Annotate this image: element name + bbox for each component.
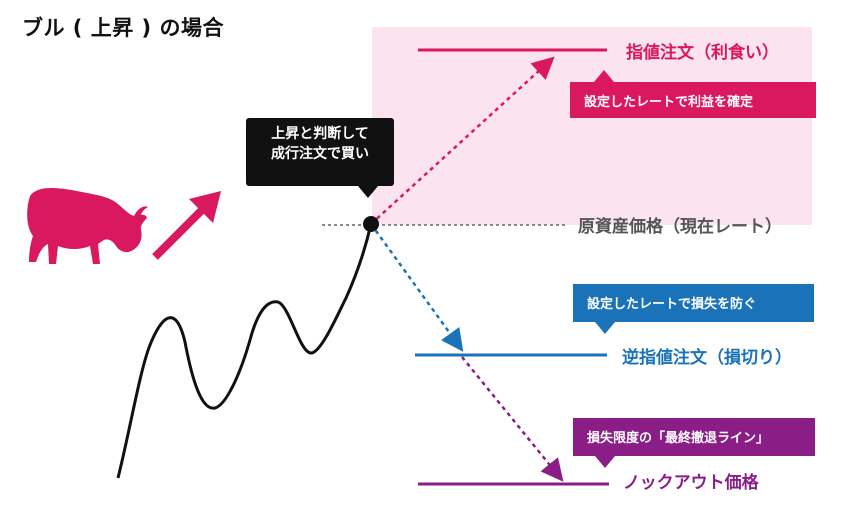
limit-order-label: 指値注文（利食い） — [626, 43, 779, 63]
entry-callout-line2: 成行注文で買い — [271, 146, 369, 162]
entry-callout: 上昇と判断して 成行注文で買い — [246, 118, 394, 198]
stop-order-label: 逆指値注文（損切り） — [622, 348, 792, 368]
knockout-callout: 損失限度の「最終撤退ライン」 — [573, 418, 815, 468]
profit-path — [370, 56, 555, 225]
page-title: ブル ( 上昇 ) の場合 — [22, 16, 224, 40]
take-profit-callout-text: 設定したレートで利益を確定 — [584, 95, 754, 110]
current-price-label: 原資産価格（現在レート） — [578, 217, 782, 237]
stop-loss-callout: 設定したレートで損失を防ぐ — [573, 284, 814, 334]
entry-point — [363, 216, 379, 232]
knockout-callout-tail — [595, 456, 615, 468]
entry-callout-tail — [358, 186, 378, 198]
stop-loss-callout-tail — [595, 322, 615, 334]
knockout-price-label: ノックアウト価格 — [623, 473, 759, 493]
bull-icon — [27, 188, 148, 264]
knockout-callout-text: 損失限度の「最終撤退ライン」 — [587, 431, 770, 446]
price-curve — [116, 223, 373, 479]
entry-callout-line1: 上昇と判断して — [271, 126, 369, 142]
knockout-path — [461, 356, 564, 482]
stop-loss-callout-text: 設定したレートで損失を防ぐ — [587, 297, 757, 312]
take-profit-callout-tail — [594, 70, 614, 82]
profit-zone — [372, 27, 812, 225]
up-arrow-icon — [152, 191, 221, 260]
take-profit-callout: 設定したレートで利益を確定 — [570, 70, 816, 118]
stop-path — [369, 223, 464, 352]
